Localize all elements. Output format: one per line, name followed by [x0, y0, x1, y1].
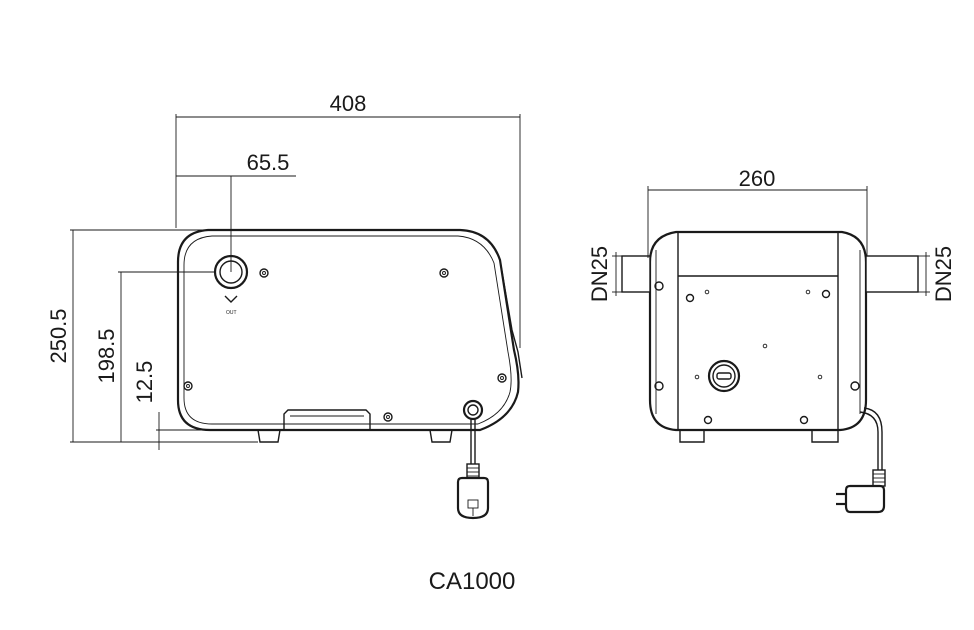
dim-pipe-left: DN25	[587, 246, 612, 302]
cable-gland-outer	[462, 399, 484, 421]
screw-icon	[704, 289, 710, 295]
screw-icon	[821, 289, 831, 299]
side-power-plug-icon	[844, 484, 886, 514]
side-hole-icon	[850, 381, 860, 391]
side-knob-outer	[707, 359, 741, 393]
dim-outlet-offset: 65.5	[247, 150, 290, 175]
dim-outlet-height: 198.5	[94, 328, 119, 383]
side-screws	[685, 289, 831, 425]
screw-icon	[439, 268, 449, 278]
front-body-inner-outline	[183, 235, 512, 425]
pipe-stub-left	[621, 255, 651, 293]
dim-total-height: 250.5	[46, 308, 71, 363]
screw-icon	[703, 415, 713, 425]
side-view	[621, 230, 919, 514]
side-foot-right	[811, 430, 839, 443]
outlet-arrow-icon	[224, 295, 238, 303]
side-dimensions: 260 DN25 DN25	[587, 166, 956, 302]
model-label: CA1000	[429, 568, 516, 595]
dim-base-height: 12.5	[132, 361, 157, 404]
screw-icon	[685, 293, 695, 303]
dim-width-front: 408	[330, 91, 367, 116]
cable-gland-inner	[467, 404, 479, 416]
dim-pipe-right: DN25	[931, 246, 956, 302]
front-dimensions: 408 65.5 250.5 198.5 12.5	[46, 91, 521, 450]
power-plug-icon	[456, 476, 490, 520]
power-cord	[470, 418, 476, 464]
front-foot-right	[429, 429, 453, 443]
screw-icon	[805, 289, 811, 295]
screw-icon	[694, 374, 700, 380]
screw-icon	[799, 415, 809, 425]
side-foot-left	[679, 430, 705, 443]
pipe-stub-right	[865, 255, 919, 293]
screw-icon	[762, 343, 768, 349]
front-right-edge	[499, 259, 523, 379]
side-knob-inner	[712, 364, 736, 388]
outlet-marking: OUT	[226, 310, 237, 316]
side-power-cord	[859, 407, 883, 474]
side-hole-icon	[654, 281, 664, 291]
screw-icon	[383, 412, 393, 422]
front-body-outline	[176, 228, 520, 432]
side-hole-icon	[654, 381, 664, 391]
side-front-panel	[677, 231, 839, 431]
front-base-cutout	[283, 409, 371, 430]
dim-width-side: 260	[739, 166, 776, 191]
front-view: OUT	[176, 228, 523, 520]
screw-icon	[817, 374, 823, 380]
side-knob-slot	[716, 372, 732, 380]
screw-icon	[183, 381, 193, 391]
screw-icon	[259, 268, 269, 278]
front-foot-left	[257, 429, 281, 443]
screw-icon	[497, 373, 507, 383]
side-body-outline	[648, 230, 868, 432]
front-screws	[183, 268, 507, 422]
